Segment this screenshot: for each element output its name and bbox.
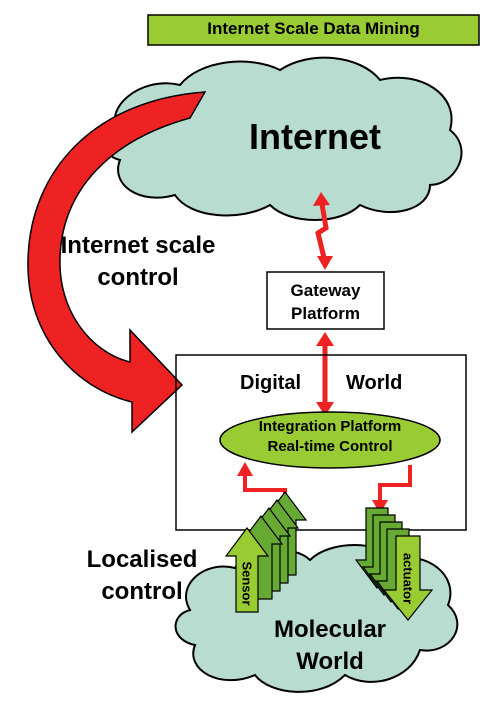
integration-label-line1: Integration Platform [258,418,402,435]
digital-world-box [175,354,467,531]
sensor-integration-arrowhead [237,462,253,476]
internet-gateway-arrowhead-down [317,256,333,270]
internet-gateway-arrowhead-up [313,192,330,206]
integration-platform-ellipse [219,411,441,469]
molecular-label-line2: World [296,648,364,675]
sensor-arrow-1 [224,527,270,613]
localised-label-line1: Localised [86,546,198,573]
internet-scale-label-line1: Internet scale [60,232,216,259]
integration-actuator-link [378,465,412,505]
internet-label: Internet [248,116,381,157]
gateway-integration-arrowhead-down [316,402,334,416]
gateway-label-line2: Platform [291,304,360,323]
molecular-label-line1: Molecular [273,616,387,643]
actuator-label: actuator [400,552,416,605]
internet-scale-control-arrow [27,91,207,434]
sensor-label: Sensor [239,561,255,606]
actuator-arrow-stack [354,507,434,621]
actuator-arrow-1 [382,535,434,621]
gateway-integration-arrowhead-up [316,332,334,346]
world-label: World [346,372,403,394]
integration-actuator-arrowhead [372,500,388,514]
gateway-box [266,271,385,330]
internet-gateway-link [315,197,329,263]
localised-label-line2: control [101,578,183,605]
integration-label-line2: Real-time Control [267,438,393,455]
banner-title: Internet Scale Data Mining [207,19,420,38]
sensor-arrow-stack [224,491,308,613]
gateway-label-line1: Gateway [290,281,361,300]
banner-box [147,14,480,46]
digital-label: Digital [240,372,302,394]
internet-scale-label-line2: control [97,264,179,291]
